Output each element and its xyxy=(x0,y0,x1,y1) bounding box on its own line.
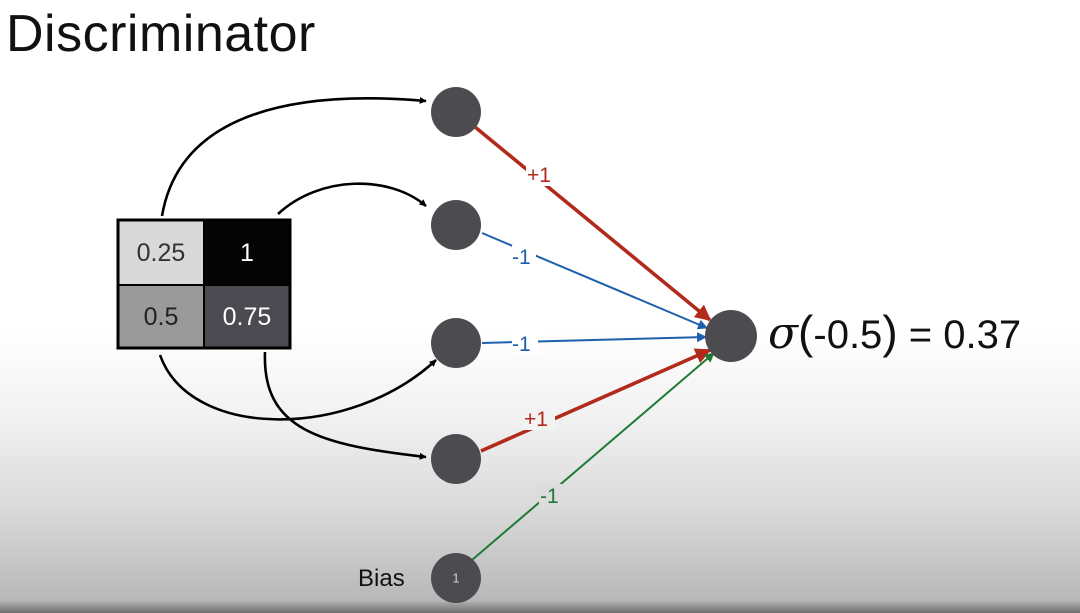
bias-label: Bias xyxy=(358,565,405,592)
output-node xyxy=(705,310,757,362)
weight-label-bg-bias xyxy=(539,484,563,508)
bias-node-value: 1 xyxy=(452,571,459,586)
formula-argument: -0.5 xyxy=(813,313,883,357)
bias-node xyxy=(431,553,481,603)
edge-bias-output xyxy=(471,352,715,561)
grid-cell-3-value: 0.75 xyxy=(223,303,272,331)
grid-cell-0-value: 0.25 xyxy=(137,239,186,267)
weight-label-bg-3 xyxy=(512,331,538,355)
sigma-symbol: σ xyxy=(768,308,799,359)
grid-cell-2 xyxy=(118,285,204,348)
grid-cell-3 xyxy=(204,285,290,348)
diagram-title: Discriminator xyxy=(6,5,316,63)
input-arrow-3 xyxy=(158,354,437,421)
weight-label-bg-1 xyxy=(526,162,558,186)
grid-cell-1-value: 1 xyxy=(240,239,254,267)
weight-label-bg-2 xyxy=(512,245,536,269)
input-grid: 0.25 1 0.5 0.75 xyxy=(116,218,292,350)
weight-label-3: -1 xyxy=(512,333,531,356)
grid-cell-0 xyxy=(118,220,204,285)
input-arrow-2 xyxy=(277,182,427,215)
grid-cell-1 xyxy=(204,220,290,285)
input-arrow-4 xyxy=(263,351,427,460)
weight-label-bg-4 xyxy=(523,406,555,430)
hidden-node-2 xyxy=(431,200,481,250)
edge-hidden1-output xyxy=(473,125,712,322)
paren-close: ) xyxy=(882,306,898,358)
formula-result: 0.37 xyxy=(943,313,1022,357)
paren-open: ( xyxy=(798,306,814,358)
edge-hidden4-output xyxy=(480,348,712,453)
hidden-node-4 xyxy=(431,434,481,484)
hidden-node-3 xyxy=(431,318,481,368)
weight-label-4: +1 xyxy=(524,408,548,431)
weight-label-1: +1 xyxy=(527,164,551,187)
weight-label-bias: -1 xyxy=(540,485,559,508)
input-arrow-1 xyxy=(160,96,427,217)
output-formula: σ(-0.5) = 0.37 xyxy=(768,305,1021,359)
hidden-node-1 xyxy=(431,87,481,137)
grid-cell-2-value: 0.5 xyxy=(144,303,179,331)
formula-equals: = xyxy=(897,313,944,357)
weight-label-2: -1 xyxy=(512,246,531,269)
